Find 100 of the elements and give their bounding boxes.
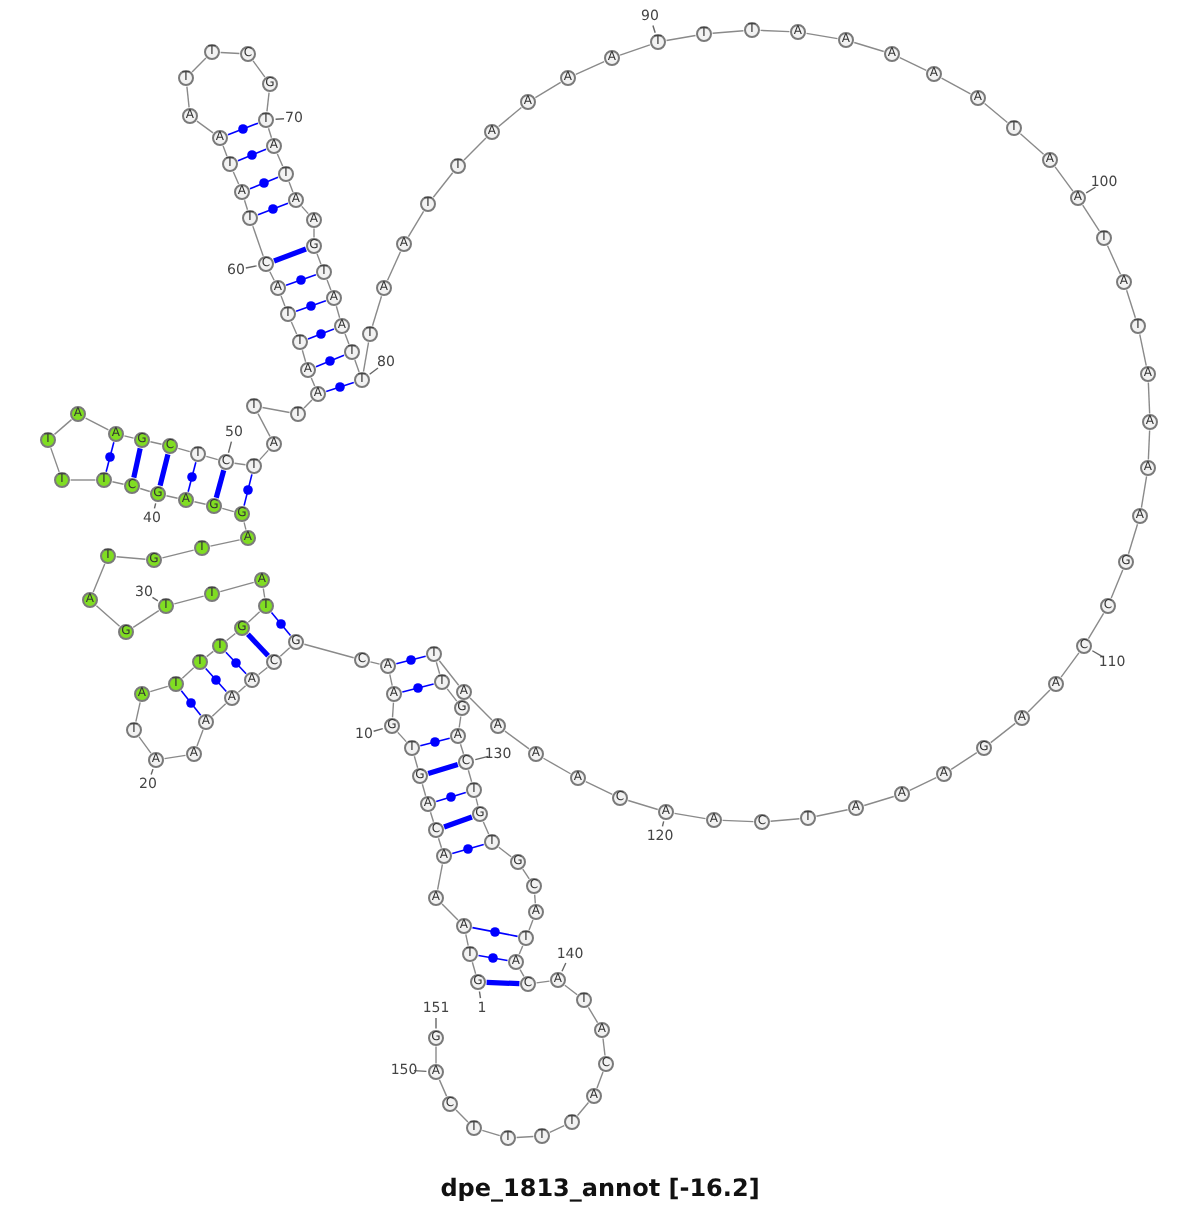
- backbone-line: [211, 703, 227, 717]
- backbone-line: [1147, 381, 1151, 415]
- base-pair-line: [477, 954, 509, 962]
- backbone-line: [465, 933, 469, 947]
- backbone-line: [389, 673, 393, 687]
- backbone-line: [225, 632, 237, 642]
- base-pair-line: [471, 926, 519, 938]
- backbone-line: [463, 137, 487, 161]
- backbone-line: [504, 730, 530, 750]
- backbone-line: [429, 811, 435, 823]
- base-pair-line: [237, 148, 267, 162]
- backbone-line: [413, 755, 419, 769]
- backbone-line: [438, 660, 460, 686]
- backbone-line: [233, 462, 247, 466]
- backbone-line: [1125, 289, 1137, 319]
- backbone-line: [1127, 523, 1139, 555]
- backbone-line: [163, 754, 187, 760]
- backbone-line: [585, 781, 613, 795]
- backbone-line: [371, 295, 383, 327]
- backbone-line: [436, 863, 444, 891]
- backbone-line: [528, 919, 534, 931]
- base-pair-line: [180, 689, 202, 717]
- backbone-line: [575, 60, 605, 76]
- backbone-line: [1054, 166, 1074, 192]
- backbone-line: [853, 41, 885, 53]
- backbone-line: [222, 145, 228, 157]
- backbone-line: [252, 225, 264, 257]
- backbone-line: [177, 447, 191, 453]
- base-pair-line: [419, 737, 451, 747]
- backbone-line: [1019, 133, 1045, 155]
- backbone-line: [310, 377, 316, 387]
- backbone-line: [1060, 652, 1080, 678]
- backbone-line: [257, 412, 271, 438]
- backbone-line: [446, 688, 458, 702]
- backbone-line: [326, 279, 332, 291]
- backbone-line: [435, 1045, 437, 1065]
- backbone-line: [279, 647, 291, 657]
- backbone-line: [303, 643, 355, 659]
- backbone-line: [469, 697, 493, 721]
- backbone-line: [519, 968, 525, 978]
- backbone-line: [132, 610, 160, 628]
- backbone-line: [459, 743, 465, 755]
- backbone-line: [206, 650, 214, 658]
- backbone-line: [407, 210, 425, 238]
- base-pair-line: [295, 300, 327, 312]
- backbone-line: [576, 1101, 590, 1117]
- backbone-line: [587, 1006, 599, 1024]
- backbone-line: [481, 1129, 501, 1137]
- backbone-line: [535, 980, 551, 984]
- base-pair-line: [401, 683, 435, 693]
- backbone-line: [950, 752, 978, 770]
- backbone-line: [161, 549, 195, 559]
- backbone-line: [290, 321, 298, 335]
- backbone-line: [165, 495, 179, 499]
- base-pair-line: [227, 122, 259, 136]
- backbone-line: [369, 661, 381, 665]
- backbone-line: [627, 799, 659, 811]
- backbone-line: [69, 479, 97, 481]
- backbone-line: [673, 812, 707, 820]
- base-pair-line: [315, 354, 345, 368]
- backbone-line: [173, 595, 205, 605]
- backbone-line: [1027, 689, 1051, 713]
- backbone-line: [221, 507, 235, 513]
- backbone-line: [354, 359, 360, 373]
- base-pair-line: [213, 469, 227, 499]
- backbone-line: [138, 736, 152, 754]
- backbone-line: [149, 685, 169, 693]
- title: dpe_1813_annot [-16.2]: [438, 1174, 762, 1202]
- backbone-line: [542, 757, 572, 775]
- base-pair-line: [273, 246, 307, 264]
- backbone-line: [815, 809, 849, 817]
- backbone-line: [335, 305, 341, 319]
- backbone-line: [497, 106, 523, 128]
- backbone-line: [149, 441, 163, 445]
- backbone-line: [467, 769, 473, 783]
- base-pair-line: [131, 447, 143, 479]
- backbone-line: [533, 893, 537, 905]
- backbone-line: [362, 341, 370, 373]
- base-pair-line: [257, 202, 289, 216]
- backbone-line: [518, 945, 524, 955]
- backbone-line: [1087, 612, 1105, 640]
- backbone-line: [95, 605, 121, 627]
- backbone-line: [602, 1037, 606, 1057]
- backbone-line: [1139, 333, 1147, 367]
- base-pair-line: [486, 979, 520, 987]
- backbone-line: [313, 227, 315, 239]
- backbone-line: [267, 127, 273, 139]
- backbone-line: [1110, 569, 1124, 599]
- backbone-line: [1082, 204, 1100, 232]
- backbone-line: [983, 102, 1009, 124]
- backbone-line: [1140, 475, 1148, 509]
- backbone-line: [209, 539, 241, 547]
- backbone-line: [482, 821, 490, 835]
- backbone-line: [475, 797, 479, 807]
- backbone-line: [316, 253, 322, 265]
- backbone-line: [261, 406, 291, 414]
- base-pair-line: [285, 274, 317, 286]
- backbone-line: [386, 251, 402, 281]
- backbone-line: [115, 556, 147, 560]
- backbone-line: [257, 666, 269, 676]
